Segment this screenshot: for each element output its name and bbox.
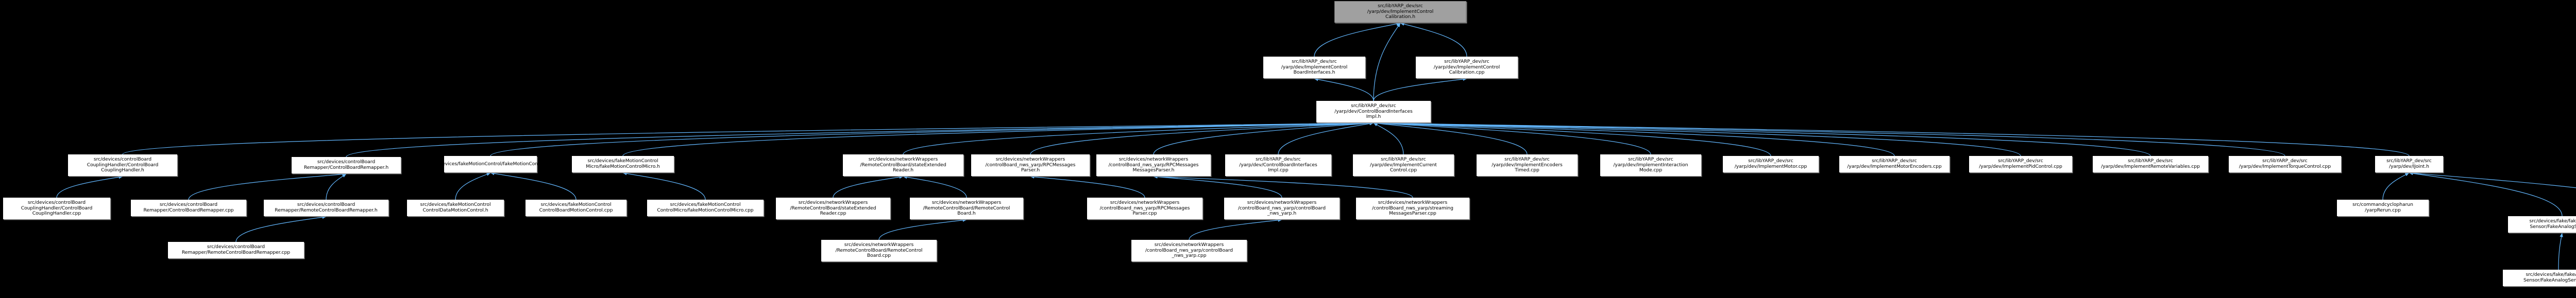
graph-node[interactable]: src/libYARP_dev/src /yarp/dev/ImplementC… <box>1263 57 1365 78</box>
graph-node[interactable]: src/commandcyclopharun /yarpRerun.cpp <box>2337 200 2429 216</box>
graph-node[interactable]: src/libYARP_dev/src /yarp/dev/ControlBoa… <box>1225 154 1331 176</box>
graph-edge <box>1153 175 1282 198</box>
graph-node[interactable]: src/devices/controlBoard CouplingHandler… <box>68 154 177 176</box>
graph-edge <box>903 176 967 198</box>
graph-node[interactable]: src/libYARP_dev/src /yarp/dev/ImplementC… <box>1416 57 1518 78</box>
graph-edge <box>1373 121 2410 156</box>
graph-node[interactable]: src/devices/controlBoard Remapper/Remote… <box>168 242 304 258</box>
graph-node[interactable]: src/devices/fakeMotionControl ControlDat… <box>407 200 504 216</box>
graph-node[interactable]: src/devices/controlBoard Remapper/Contro… <box>131 200 246 216</box>
graph-edge <box>1373 121 2021 156</box>
graph-node[interactable]: src/libYARP_dev/src /yarp/dev/ImplementC… <box>1334 1 1466 23</box>
graph-edge <box>833 175 904 198</box>
graph-edge <box>1314 78 1374 101</box>
graph-edge <box>1373 77 1467 101</box>
graph-edge <box>1278 122 1374 155</box>
graph-node[interactable]: src/devices/fakeMotionControl Micro/fake… <box>572 156 674 172</box>
graph-node[interactable]: src/devices/networkWrappers /RemoteContr… <box>910 198 1023 219</box>
graph-edge <box>1153 121 1374 155</box>
graph-node[interactable]: src/devices/networkWrappers /controlBoar… <box>1087 198 1202 219</box>
graph-node[interactable]: src/devices/networkWrappers /controlBoar… <box>971 154 1090 176</box>
graph-node[interactable]: src/libYARP_dev/src /yarp/dev/ImplementR… <box>2093 156 2208 172</box>
graph-node[interactable]: src/devices/networkWrappers /RemoteContr… <box>776 198 890 219</box>
graph-node[interactable]: src/devices/fakeMotionControl ControlBoa… <box>526 200 626 216</box>
graph-edge <box>2409 171 2576 188</box>
graph-edge <box>878 218 967 240</box>
graph-edge <box>122 121 1374 155</box>
graph-node[interactable]: src/devices/fake/fakeAnalog Sensor/FakeA… <box>2508 216 2576 233</box>
graph-edge <box>1153 175 1413 198</box>
graph-edge <box>490 171 577 200</box>
graph-edge <box>1030 175 1145 198</box>
graph-edge <box>1373 121 1528 155</box>
graph-node[interactable]: src/devices/networkWrappers /RemoteContr… <box>821 240 937 261</box>
graph-node[interactable]: src/libYARP_dev/src /yarp/dev/ControlBoa… <box>1316 101 1431 122</box>
graph-node[interactable]: src/libYARP_dev/src /yarp/dev/ImplementM… <box>1723 156 1819 172</box>
graph-edge <box>1373 121 2285 156</box>
graph-edge <box>188 172 347 200</box>
graph-edge <box>455 172 491 200</box>
graph-edge <box>1373 122 1404 155</box>
graph-node[interactable]: src/devices/fakeMotionControl/fakeMotion… <box>431 156 550 172</box>
graph-node[interactable]: src/devices/controlBoard Remapper/Remote… <box>264 200 388 216</box>
graph-node[interactable]: src/devices/networkWrappers /controlBoar… <box>1224 198 1340 219</box>
graph-edge <box>1373 121 1895 156</box>
graph-edge <box>622 172 706 200</box>
graph-node[interactable]: src/libYARP_dev/src /yarp/dev/ImplementE… <box>1477 154 1578 176</box>
graph-node[interactable]: src/libYARP_dev/src /yarp/dev/ImplementI… <box>1600 154 1701 176</box>
graph-edge <box>1314 22 1401 57</box>
graph-node[interactable]: src/devices/networkWrappers /controlBoar… <box>1096 154 1211 176</box>
graph-node[interactable]: src/libYARP_dev/src /yarp/dev/ImplementT… <box>2229 156 2341 172</box>
graph-edge <box>2382 172 2410 200</box>
graph-node[interactable]: src/devices/controlBoard Remapper/Contro… <box>292 157 401 173</box>
graph-edge <box>346 121 1374 157</box>
graph-edge <box>903 121 1374 155</box>
graph-node[interactable]: src/devices/networkWrappers /controlBoar… <box>1356 198 1469 219</box>
graph-node[interactable]: src/devices/controlBoard CouplingHandler… <box>3 198 110 219</box>
graph-edge <box>2409 171 2563 217</box>
graph-edge <box>1373 23 1401 101</box>
graph-edge <box>490 121 1374 156</box>
graph-node[interactable]: src/libYARP_dev/src /yarp/dev/ImplementM… <box>1839 156 1950 172</box>
graph-edge <box>235 215 327 242</box>
graph-node[interactable]: src/libYARP_dev/src /yarp/dev/ImplementP… <box>1969 156 2072 172</box>
graph-node[interactable]: src/libYARP_dev/src /yarp/dev/IJoint.h <box>2375 156 2443 172</box>
graph-edge <box>622 121 1374 156</box>
graph-edge <box>1373 121 1651 155</box>
graph-edge <box>326 173 347 200</box>
graph-node[interactable]: src/devices/fakeMotionControl ControlMic… <box>647 200 764 216</box>
graph-edge <box>1030 121 1374 155</box>
graph-edge <box>1373 121 1771 156</box>
graph-edge <box>2558 233 2563 270</box>
graph-node[interactable]: src/devices/fake/fakeAnalog Sensor/FakeA… <box>2503 270 2576 286</box>
graph-edge <box>1400 22 1467 57</box>
graph-edge <box>1189 218 1282 240</box>
graph-node[interactable]: src/devices/networkWrappers /controlBoar… <box>1131 240 1247 261</box>
graph-edge <box>1373 121 2151 156</box>
graph-node[interactable]: src/devices/networkWrappers /RemoteContr… <box>843 154 963 176</box>
graph-node[interactable]: src/libYARP_dev/src /yarp/dev/ImplementC… <box>1353 154 1454 176</box>
graph-edge <box>56 176 123 198</box>
